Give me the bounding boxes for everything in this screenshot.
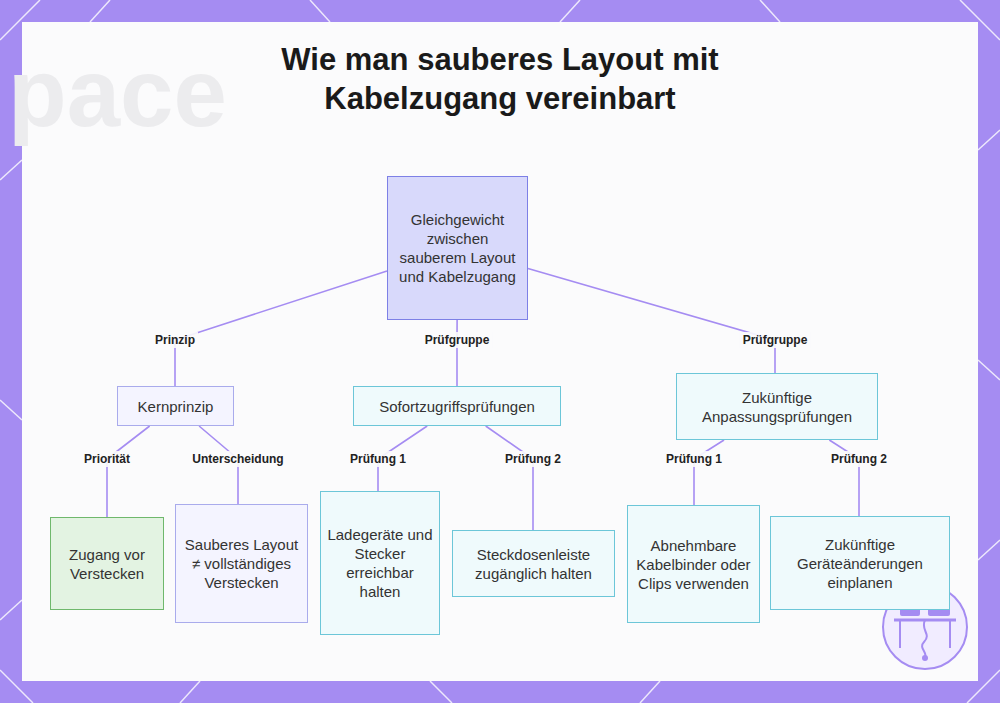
edge-label: Prüfgruppe	[422, 332, 493, 348]
diagram-title: Wie man sauberes Layout mit Kabelzugang …	[240, 40, 760, 118]
node-texts: Zukünftige Geräteänderungen einplanen	[777, 535, 943, 592]
node-text: Gleichgewicht zwischen sauberem Layout u…	[394, 210, 521, 286]
topic-box: Zugang vor Verstecken	[50, 517, 164, 610]
connector	[694, 440, 724, 505]
node-texts: Sofortzugriffsprüfungen	[379, 397, 535, 416]
node-text: Sofortzugriffsprüfungen	[379, 397, 535, 416]
edge-label: Unterscheidung	[189, 451, 286, 467]
node-texts: Steckdosenleiste zugänglich halten	[459, 545, 608, 583]
topic-box: Abnehmbare Kabelbinder oder Clips verwen…	[627, 505, 760, 623]
node-text: Kernprinzip	[138, 397, 214, 416]
edge-label: Prüfung 2	[502, 451, 564, 467]
connector	[456, 320, 458, 386]
connector	[528, 268, 775, 373]
node-text: Ladegeräte und Stecker erreichbar halten	[327, 525, 433, 601]
node-text: Abnehmbare Kabelbinder oder Clips verwen…	[634, 536, 753, 593]
topic-box: Zukünftige Anpassungsprüfungen	[676, 373, 878, 440]
node-text: Zugang vor Verstecken	[57, 545, 157, 583]
node-texts: Zugang vor Verstecken	[57, 545, 157, 583]
edge-label: Prüfung 1	[663, 451, 725, 467]
node-texts: Gleichgewicht zwischen sauberem Layout u…	[394, 210, 521, 286]
connector	[486, 426, 533, 530]
node-text: Sauberes Layout ≠ vollständiges Versteck…	[182, 535, 301, 592]
topic-box: Sofortzugriffsprüfungen	[353, 386, 561, 426]
edge-label: Prinzip	[152, 332, 198, 348]
topic-box: Kernprinzip	[117, 386, 234, 426]
node-texts: Abnehmbare Kabelbinder oder Clips verwen…	[634, 536, 753, 593]
topic-box: Zukünftige Geräteänderungen einplanen	[770, 516, 950, 610]
node-texts: Kernprinzip	[138, 397, 214, 416]
topic-box: Ladegeräte und Stecker erreichbar halten	[320, 491, 440, 635]
edge-label: Prüfgruppe	[740, 332, 811, 348]
root-box: Gleichgewicht zwischen sauberem Layout u…	[387, 176, 528, 320]
node-text: Zukünftige Anpassungsprüfungen	[683, 388, 871, 426]
node-texts: Ladegeräte und Stecker erreichbar halten	[327, 525, 433, 601]
edge-label: Prüfung 2	[828, 451, 890, 467]
watermark: pace	[8, 38, 227, 148]
node-texts: Sauberes Layout ≠ vollständiges Versteck…	[182, 535, 301, 592]
topic-box: Sauberes Layout ≠ vollständiges Versteck…	[175, 504, 308, 623]
node-text: Steckdosenleiste zugänglich halten	[459, 545, 608, 583]
edge-label: Priorität	[81, 451, 133, 467]
node-text: Zukünftige Geräteänderungen einplanen	[777, 535, 943, 592]
connector	[175, 271, 387, 386]
node-texts: Zukünftige Anpassungsprüfungen	[683, 388, 871, 426]
connector	[107, 426, 150, 517]
edge-label: Prüfung 1	[347, 451, 409, 467]
topic-box: Steckdosenleiste zugänglich halten	[452, 530, 615, 597]
